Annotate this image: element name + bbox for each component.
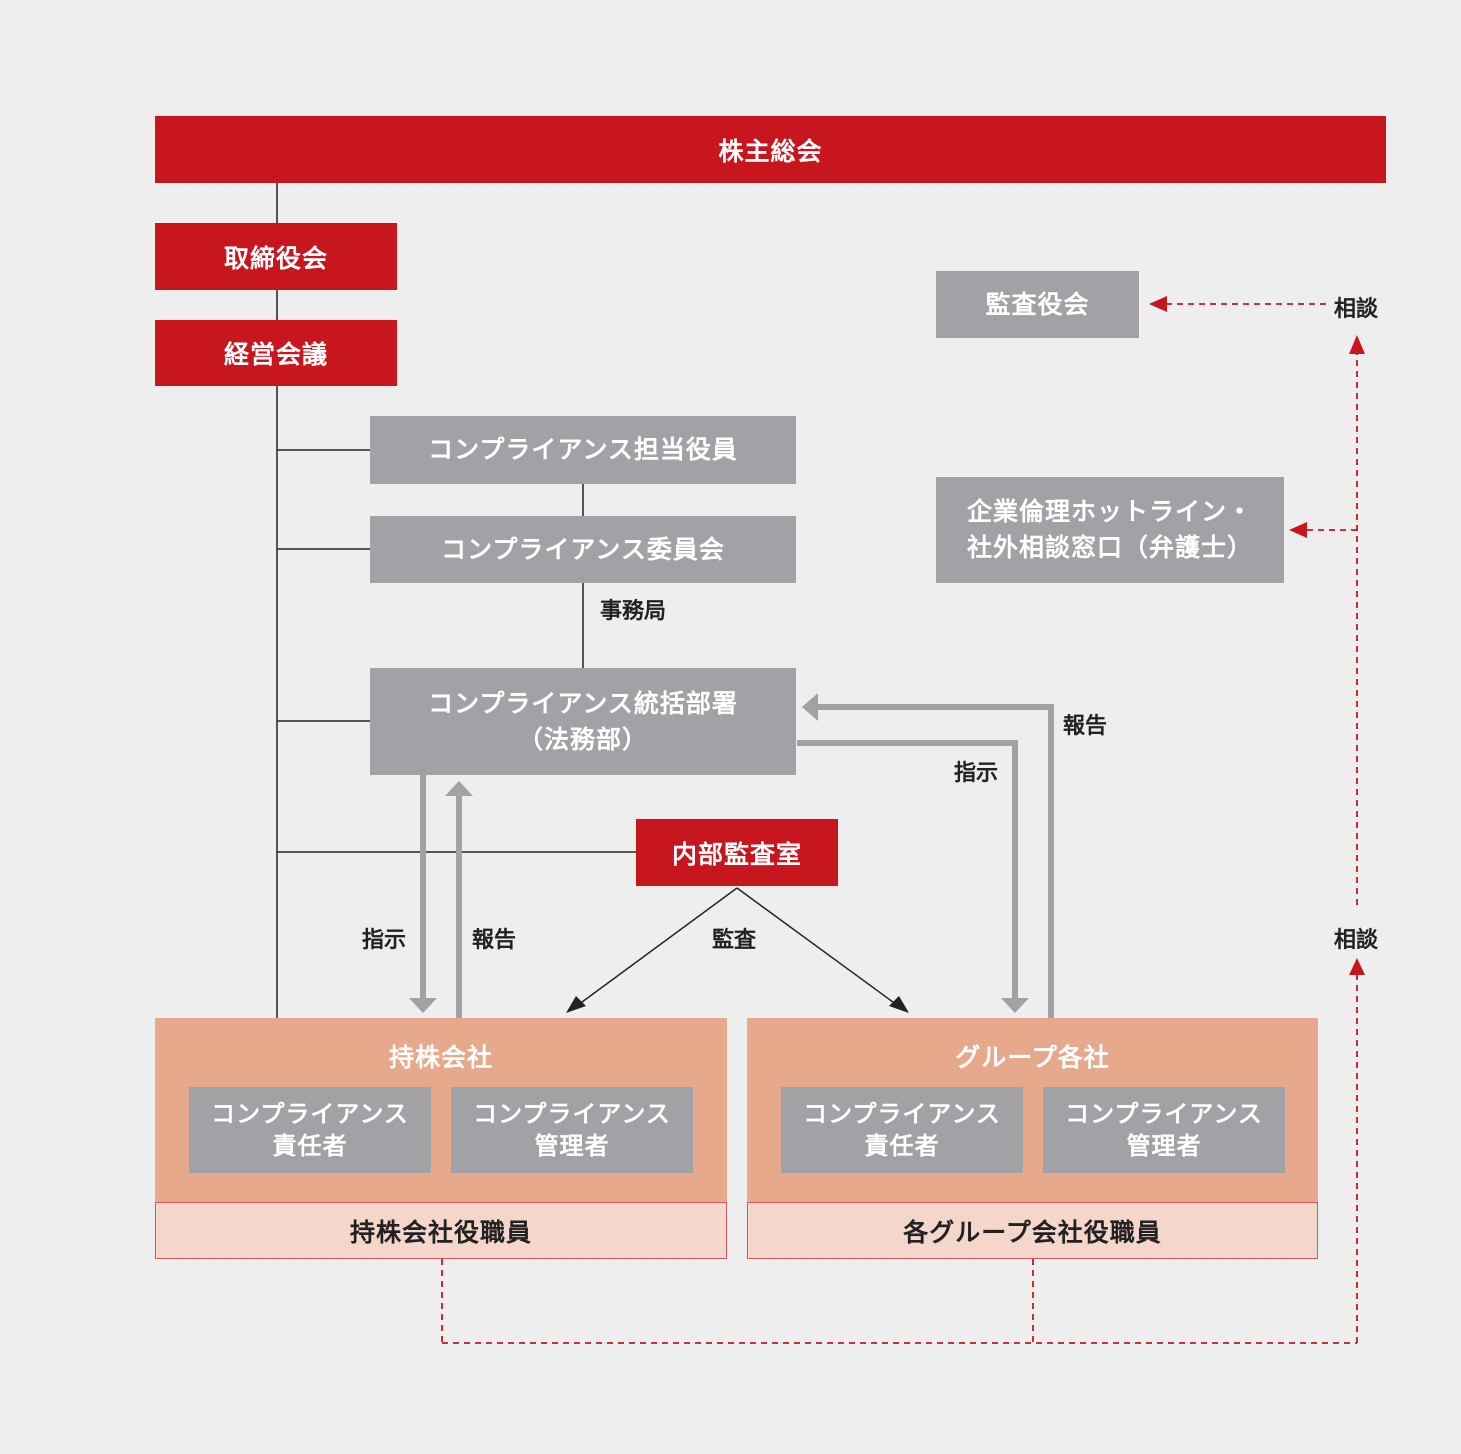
- instruct-right-arrowhead: [1001, 998, 1029, 1013]
- instruct-left-label: 指示: [362, 928, 407, 953]
- hotline-arrowhead: [1289, 522, 1307, 538]
- compliance-officer-box: コンプライアンス担当役員: [370, 416, 796, 484]
- compliance-dept-line2: （法務部）: [517, 724, 648, 754]
- group-companies-title: グループ各社: [955, 1043, 1110, 1072]
- compliance-committee-label: コンプライアンス委員会: [441, 534, 725, 564]
- holding-manager1-box: コンプライアンス 責任者: [189, 1087, 431, 1173]
- board-label: 取締役会: [223, 243, 328, 273]
- report-right-shaft: [818, 704, 1054, 1018]
- report-right-label: 報告: [1063, 714, 1108, 739]
- internal-audit-label: 内部監査室: [671, 839, 802, 869]
- consult-top-arrowhead: [1349, 335, 1365, 354]
- internal-audit-box: 内部監査室: [636, 819, 838, 886]
- hotline-line2: 社外相談窓口（弁護士）: [966, 533, 1253, 562]
- holding-manager1-line1: コンプライアンス: [211, 1100, 409, 1128]
- instruct-right-label: 指示: [954, 761, 999, 786]
- instruct-left-arrowhead: [409, 998, 437, 1013]
- audit-arrowhead-left: [566, 996, 586, 1013]
- report-left-label: 報告: [472, 928, 517, 953]
- consult-top-label: 相談: [1334, 297, 1379, 322]
- audit-board-label: 監査役会: [985, 289, 1090, 319]
- management-box: 経営会議: [155, 320, 397, 386]
- instruct-right-shaft: [797, 740, 1018, 998]
- group-manager1-box: コンプライアンス 責任者: [781, 1087, 1023, 1173]
- holding-manager2-line2: 管理者: [534, 1132, 610, 1160]
- hotline-line1: 企業倫理ホットライン・: [966, 497, 1253, 526]
- group-manager2-line1: コンプライアンス: [1065, 1100, 1263, 1128]
- hotline-box: 企業倫理ホットライン・ 社外相談窓口（弁護士）: [936, 477, 1284, 583]
- secretariat-label: 事務局: [600, 599, 667, 624]
- holding-company-title: 持株会社: [388, 1043, 493, 1072]
- shareholders-meeting-label: 株主総会: [718, 136, 823, 166]
- group-staff-box: 各グループ会社役職員: [747, 1202, 1318, 1259]
- holding-staff-label: 持株会社役職員: [349, 1217, 532, 1247]
- compliance-dept-line1: コンプライアンス統括部署: [428, 688, 738, 718]
- holding-staff-box: 持株会社役職員: [155, 1202, 727, 1259]
- audit-arrow-right: [736, 887, 898, 1006]
- audit-label: 監査: [712, 928, 757, 953]
- compliance-committee-box: コンプライアンス委員会: [370, 516, 796, 583]
- group-manager2-box: コンプライアンス 管理者: [1043, 1087, 1285, 1173]
- audit-board-arrowhead: [1149, 296, 1167, 312]
- holding-manager2-box: コンプライアンス 管理者: [451, 1087, 693, 1173]
- management-label: 経営会議: [223, 340, 328, 369]
- group-manager1-line2: 責任者: [864, 1132, 940, 1160]
- group-staff-label: 各グループ会社役職員: [903, 1217, 1162, 1247]
- holding-manager2-line1: コンプライアンス: [473, 1100, 671, 1128]
- compliance-officer-label: コンプライアンス担当役員: [428, 435, 738, 464]
- holding-manager1-line2: 責任者: [272, 1132, 348, 1160]
- consult-bottom-label: 相談: [1334, 928, 1379, 953]
- report-right-arrowhead: [802, 693, 818, 721]
- audit-arrowhead-right: [889, 996, 909, 1013]
- consult-bottom-arrowhead: [1349, 958, 1365, 975]
- audit-board-box: 監査役会: [936, 271, 1139, 338]
- board-box: 取締役会: [155, 223, 397, 290]
- group-manager1-line1: コンプライアンス: [803, 1100, 1001, 1128]
- report-left-arrowhead: [445, 781, 473, 796]
- shareholders-meeting-box: 株主総会: [155, 116, 1386, 183]
- audit-arrow-left: [577, 887, 738, 1006]
- group-manager2-line2: 管理者: [1126, 1132, 1202, 1160]
- compliance-dept-box: コンプライアンス統括部署 （法務部）: [370, 668, 796, 775]
